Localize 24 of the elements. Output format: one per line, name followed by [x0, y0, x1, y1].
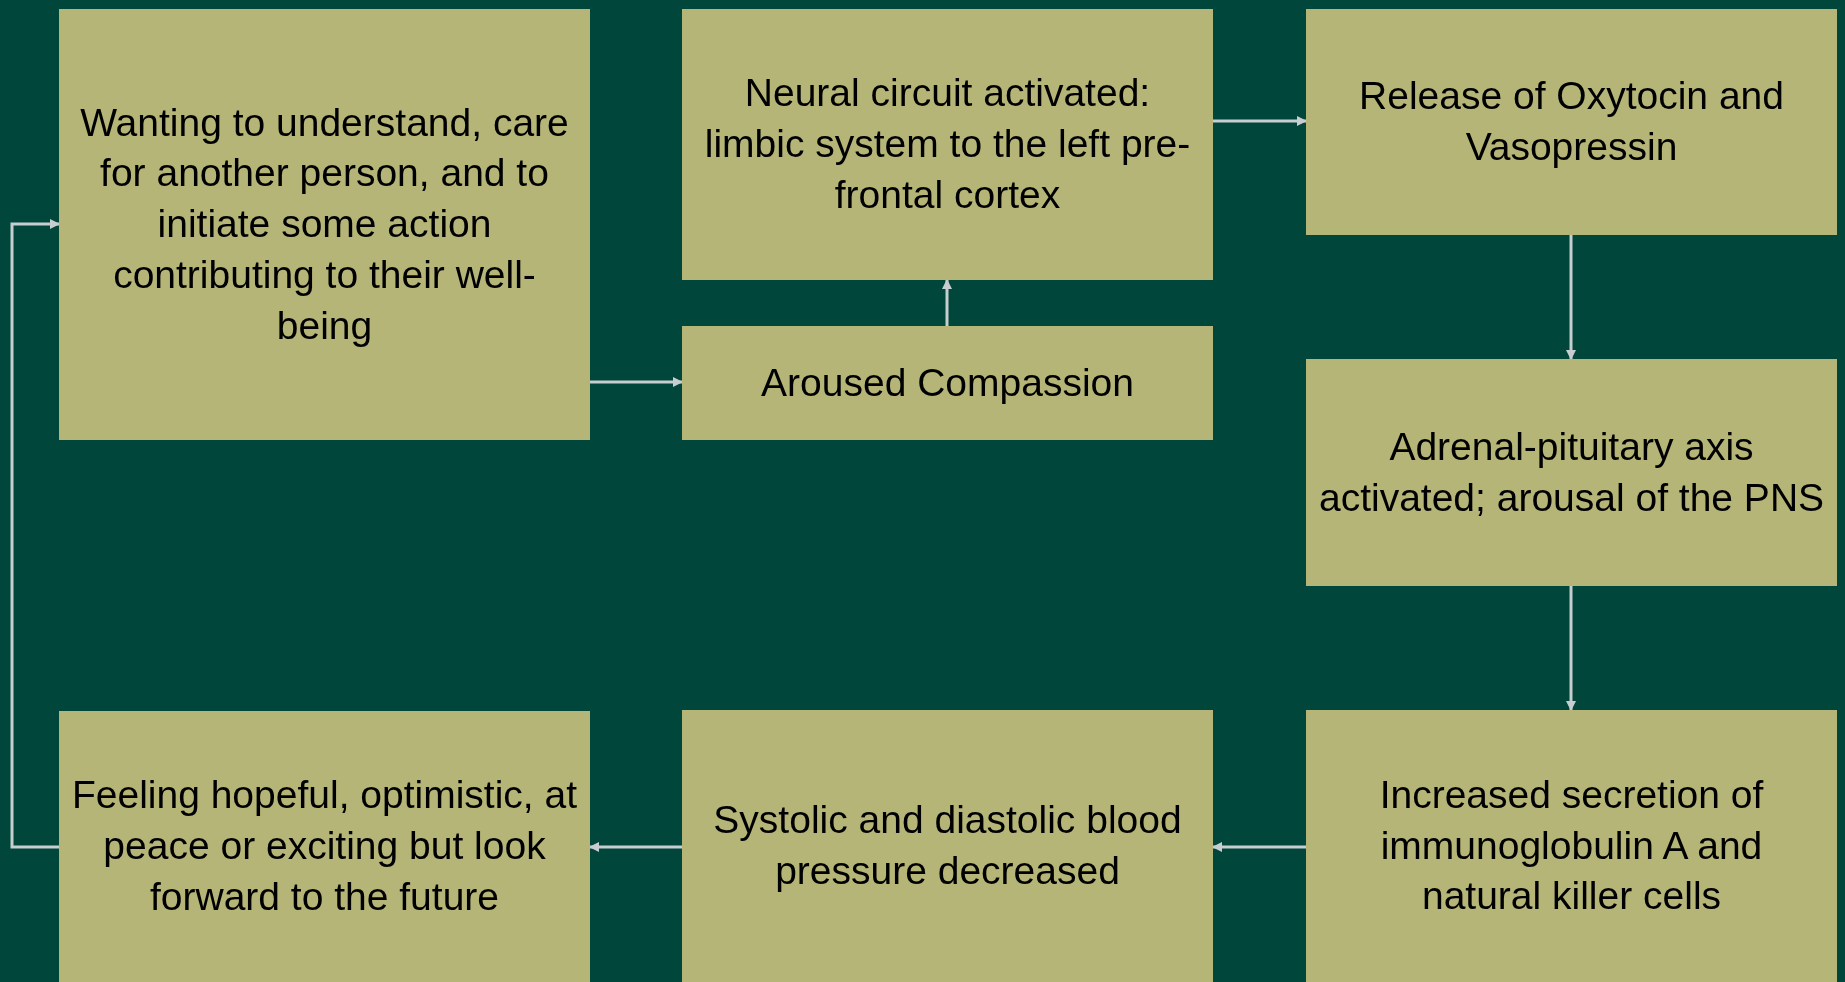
- arrow: [1213, 116, 1307, 126]
- process-box: [1306, 359, 1837, 586]
- arrow: [1566, 235, 1576, 360]
- arrow: [942, 279, 952, 326]
- box-text: Aroused Compassion: [761, 359, 1134, 406]
- arrow: [590, 377, 683, 387]
- process-box: [1306, 710, 1837, 982]
- box-text: Systolic and diastolic blood pressure decreased: [712, 797, 1183, 894]
- box-text: Feeling hopeful, optimistic, at peace or exciting but look forward to the future: [71, 772, 578, 920]
- box-text: Wanting to understand, care for another person, and to initiate some action contributing to their well-being: [79, 99, 570, 349]
- arrow: [1566, 586, 1576, 711]
- process-box: [682, 326, 1213, 440]
- box-text: Release of Oxytocin and Vasopressin: [1358, 73, 1785, 170]
- process-box: [59, 711, 590, 982]
- process-box: [59, 9, 590, 440]
- box-text: Increased secretion of immunoglobulin A and natural killer cells: [1378, 771, 1765, 920]
- box-text: Adrenal-pituitary axis activated; arousal of the PNS: [1318, 423, 1825, 521]
- process-box: [1306, 9, 1837, 235]
- box-text: Neural circuit activated: limbic system to the left pre-frontal cortex: [703, 70, 1192, 218]
- arrow: [589, 842, 682, 852]
- arrow: [1212, 842, 1306, 852]
- process-box: [682, 710, 1213, 982]
- process-box: [682, 9, 1213, 280]
- arrow: [10, 219, 60, 849]
